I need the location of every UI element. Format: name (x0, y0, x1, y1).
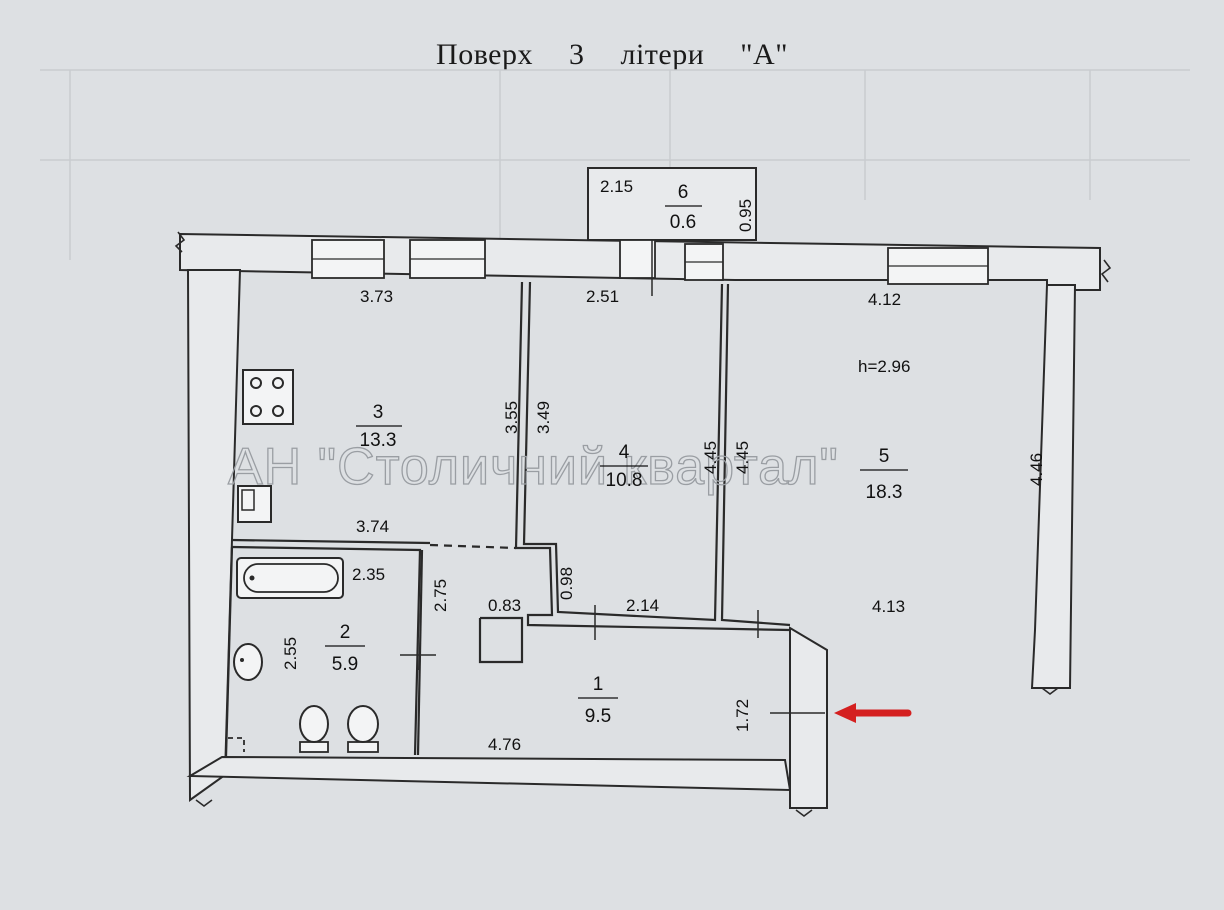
break-marks (174, 231, 1112, 817)
room-5-area: 18.3 (866, 482, 903, 503)
dim-bath-height-left: 2.55 (281, 637, 300, 670)
partitions (224, 281, 791, 758)
door-marks (400, 240, 825, 714)
room-2-area: 5.9 (332, 654, 358, 675)
dim-bath-width: 2.35 (352, 565, 385, 584)
bathtub-icon (236, 557, 344, 599)
room-2-number: 2 (340, 622, 351, 643)
window-mullions (312, 258, 988, 267)
floor-title: Поверх 3 літери "А" (436, 38, 788, 71)
dim-bath-height-right: 2.75 (431, 579, 450, 612)
dim-hall-notch: 0.83 (488, 596, 521, 615)
dim-room4-right: 4.45 (701, 441, 720, 474)
dim-room4-bottom: 2.14 (626, 596, 659, 615)
floor-drain-icon (228, 737, 245, 752)
dim-hall-right: 1.72 (733, 699, 752, 732)
left-wall (186, 269, 242, 802)
balcony (587, 167, 757, 241)
room-4-area: 10.8 (606, 470, 643, 491)
watermark: АН "Столичний квартал" (228, 438, 839, 496)
room-3-area: 13.3 (360, 430, 397, 451)
room-4-number: 4 (619, 442, 630, 463)
balcony-door (619, 239, 656, 279)
dim-hall-bottom: 4.76 (488, 735, 521, 754)
dim-room5-left: 4.45 (733, 441, 752, 474)
dim-balcony-width: 2.15 (600, 177, 633, 196)
dim-room3-right-b: 3.49 (534, 401, 553, 434)
right-wall (1030, 284, 1077, 689)
dim-room3-bottom: 3.74 (356, 517, 389, 536)
room-3-number: 3 (373, 402, 384, 423)
vertical-dimension-labels: 0.95 3.55 3.49 4.45 4.45 4.46 0.98 2.75 … (281, 199, 1046, 732)
entrance-arrow-icon (834, 703, 912, 723)
dim-room5-bottom: 4.13 (872, 597, 905, 616)
room-labels: 6 0.6 3 13.3 4 10.8 5 18.3 2 5.9 1 9.5 (325, 182, 908, 727)
dim-room3-top: 3.73 (360, 287, 393, 306)
stove-icon (242, 369, 294, 425)
room-1-area: 9.5 (585, 706, 611, 727)
dim-room5-top: 4.12 (868, 290, 901, 309)
bidet-icon (347, 705, 379, 753)
room-6-area: 0.6 (670, 212, 696, 233)
kitchen-sink-icon (237, 485, 272, 523)
washbasin-icon (233, 643, 263, 681)
bottom-wall (186, 755, 792, 792)
room-6-number: 6 (678, 182, 689, 203)
ceiling-height: h=2.96 (858, 357, 910, 376)
dim-room4-top: 2.51 (586, 287, 619, 306)
dim-balcony-depth: 0.95 (736, 199, 755, 232)
dim-room5-right: 4.46 (1027, 453, 1046, 486)
background-grid (40, 69, 1190, 260)
dimension-labels: 2.15 3.73 2.51 4.12 3.74 2.35 0.83 2.14 … (352, 177, 905, 754)
room-1-number: 1 (593, 674, 604, 695)
dim-hall-notch-height: 0.98 (557, 567, 576, 600)
entrance-wall (789, 626, 828, 809)
room-5-number: 5 (879, 446, 890, 467)
toilet-icon (299, 705, 329, 753)
dim-room3-right-a: 3.55 (502, 401, 521, 434)
